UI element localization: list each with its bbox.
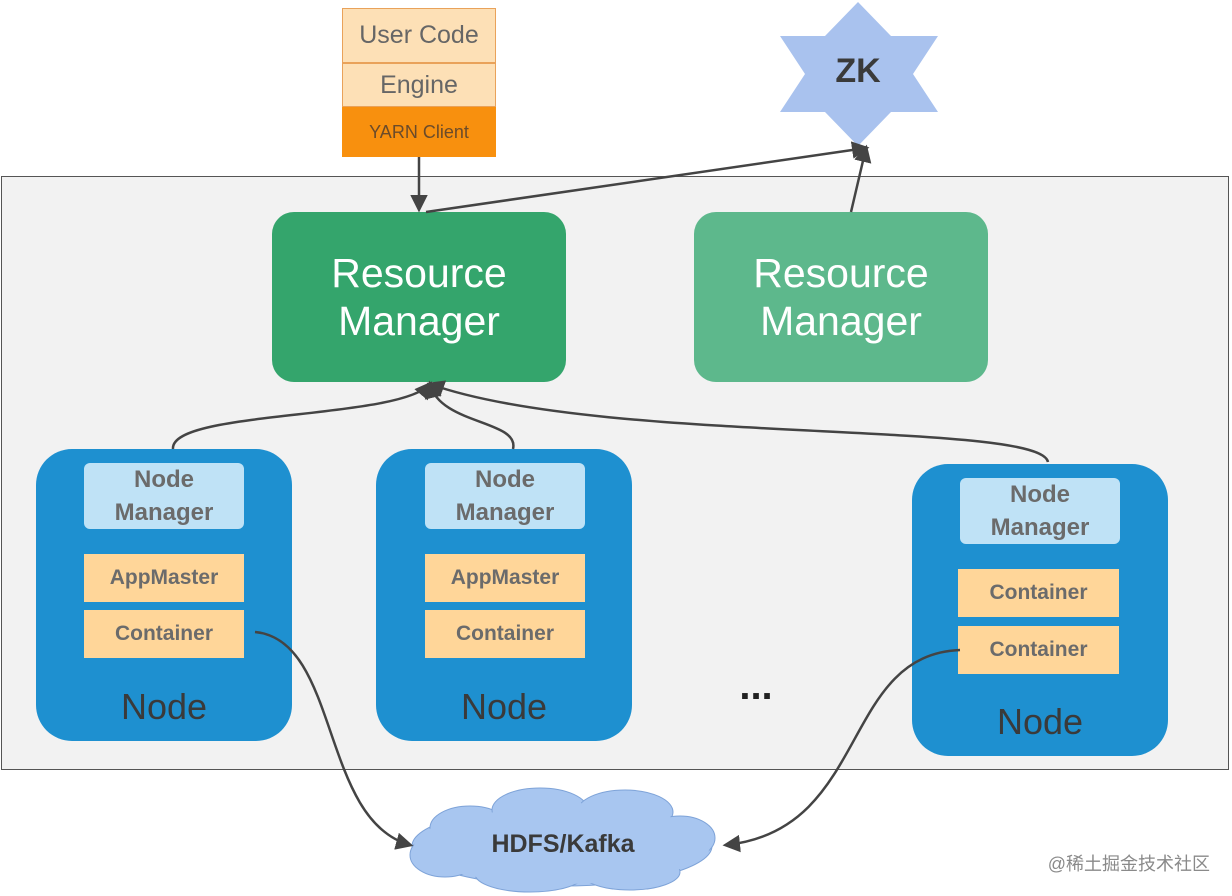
node-3-nm-line1: Node (1010, 481, 1070, 508)
node-3-container-2: Container (958, 626, 1119, 674)
node-3-container-1: Container (958, 569, 1119, 617)
node-2-label: Node (460, 686, 548, 727)
node-1-appmaster: AppMaster (84, 554, 244, 602)
node-1-slot-2-label: Container (114, 622, 213, 645)
container-to-storage-arrow-2 (722, 648, 961, 853)
rm-active-line2: Manager (338, 298, 500, 344)
user-code-label: User Code (359, 21, 479, 49)
node-1-nm-line1: Node (134, 466, 194, 493)
node-3-node-manager: Node Manager (960, 478, 1120, 544)
more-nodes-ellipsis: ... (739, 664, 773, 708)
node-2-nm-line1: Node (475, 466, 535, 493)
node-2-container: Container (425, 610, 585, 658)
node-3-label: Node (996, 701, 1084, 742)
node-3-slot-1-label: Container (989, 581, 1088, 604)
node-1-to-rm-arrow (171, 381, 433, 450)
node-1-slot-1-label: AppMaster (109, 566, 219, 589)
hdfs-kafka-label: HDFS/Kafka (491, 830, 635, 858)
zk-star-shape (780, 2, 938, 146)
node-1-label: Node (120, 686, 208, 727)
node-1-nm-line2: Manager (114, 499, 214, 526)
user-code-block: User Code (342, 8, 496, 63)
engine-block: Engine (342, 63, 496, 107)
zk-label: ZK (835, 52, 881, 90)
node-2-slot-2-label: Container (455, 622, 554, 645)
node-2-node-manager: Node Manager (425, 463, 585, 529)
node-2-slot-1-label: AppMaster (450, 566, 560, 589)
node-2-to-rm-arrow (424, 380, 515, 450)
resource-manager-standby: Resource Manager (694, 212, 988, 382)
node-1-node-manager: Node Manager (84, 463, 244, 529)
node-2-appmaster: AppMaster (425, 554, 585, 602)
node-2-nm-line2: Manager (455, 499, 555, 526)
yarn-client-block: YARN Client (342, 107, 496, 157)
node-3-to-rm-arrow (426, 380, 1050, 463)
rm-standby-line1: Resource (753, 250, 929, 296)
node-3-slot-2-label: Container (989, 638, 1088, 661)
engine-label: Engine (380, 70, 458, 99)
rm-standby-line2: Manager (760, 298, 922, 344)
watermark: @稀土掘金技术社区 (1047, 854, 1210, 874)
resource-manager-active: Resource Manager (272, 212, 566, 382)
node-3-nm-line2: Manager (990, 514, 1090, 541)
yarn-client-label: YARN Client (369, 121, 469, 142)
rm-active-line1: Resource (331, 250, 507, 296)
node-1-container: Container (84, 610, 244, 658)
rm-active-to-zk-arrow (425, 141, 870, 214)
rm-standby-to-zk-arrow (849, 144, 872, 213)
container-to-storage-arrow-1 (254, 630, 414, 850)
